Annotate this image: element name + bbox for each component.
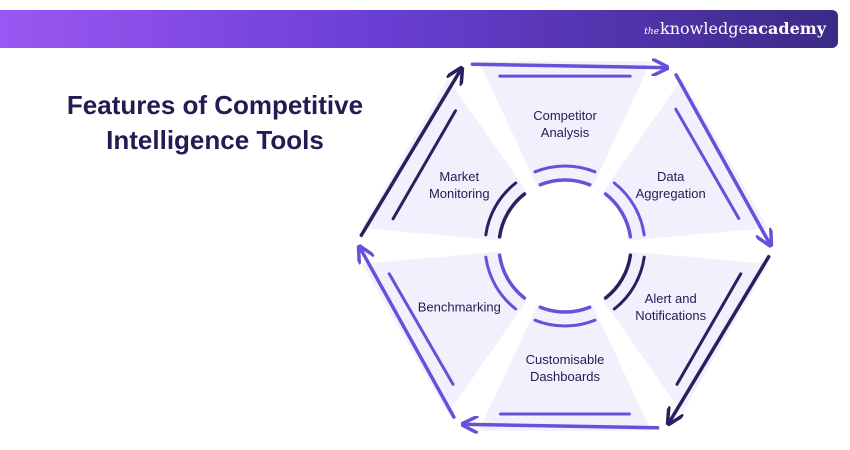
inner-edge-line: [387, 272, 455, 386]
segment-fill: [602, 251, 769, 414]
segment-label-line: Market: [439, 169, 479, 184]
segment-label-line: Notifications: [635, 308, 706, 323]
center-arc: [484, 181, 518, 237]
center-arc: [603, 192, 633, 239]
center-arc: [538, 178, 592, 187]
brand-name-regular: knowledge: [660, 19, 748, 38]
title-line-2: Intelligence Tools: [106, 125, 324, 155]
center-arc: [497, 253, 527, 300]
segment-label-line: Monitoring: [429, 186, 490, 201]
segment-label-line: Analysis: [541, 125, 590, 140]
center-arc: [612, 255, 646, 311]
segment-6: [359, 71, 528, 241]
segment-3: [602, 251, 771, 421]
center-arc: [533, 164, 597, 174]
segment-label-line: Customisable: [526, 352, 605, 367]
inner-edge-line: [675, 272, 743, 386]
center-arc: [497, 192, 527, 239]
segment-4: [466, 305, 660, 431]
outer-arrow: [361, 250, 456, 419]
segment-label-line: Aggregation: [636, 186, 706, 201]
segment-fill: [478, 305, 652, 431]
header-bar: [0, 10, 838, 48]
segment-label-5: Benchmarking: [418, 300, 501, 315]
center-arc: [612, 181, 646, 237]
brand-name-bold: academy: [747, 19, 826, 38]
outer-arrow: [674, 73, 769, 243]
segment-5: [361, 250, 528, 419]
title-line-1: Features of Competitive: [66, 90, 364, 120]
segment-1: [470, 61, 664, 187]
center-arc: [484, 255, 518, 311]
segment-label-line: Competitor: [533, 108, 597, 123]
segment-fill: [361, 251, 528, 414]
brand-logo: theknowledgeacademy: [644, 19, 826, 38]
segment-fill: [478, 61, 652, 187]
segment-label-line: Data: [657, 169, 685, 184]
center-arc: [603, 253, 633, 300]
center-arc: [538, 305, 592, 314]
center-arc: [533, 318, 597, 328]
inner-edge-line: [674, 107, 741, 220]
segment-label-line: Dashboards: [530, 369, 601, 384]
outer-arrow: [466, 424, 660, 427]
outer-arrow: [359, 71, 460, 238]
outer-arrow: [470, 64, 664, 67]
segment-2: [602, 73, 769, 243]
page-title: Features of Competitive Intelligence Too…: [20, 88, 410, 158]
outer-arrow: [670, 254, 771, 421]
brand-prefix: the: [644, 27, 660, 37]
segment-label-line: Benchmarking: [418, 300, 501, 315]
inner-edge-line: [391, 109, 457, 221]
segment-label-line: Alert and: [645, 291, 697, 306]
